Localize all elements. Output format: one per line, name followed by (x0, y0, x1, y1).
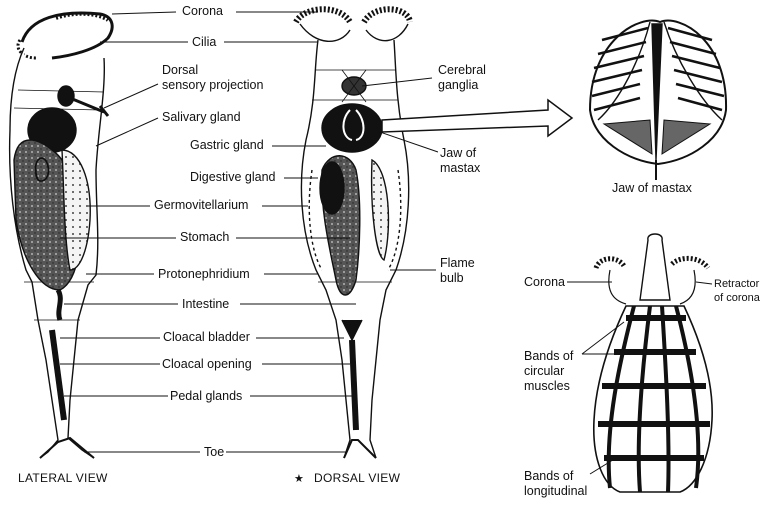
lateral-pedal-gland (49, 329, 67, 421)
label-intestine: Intestine (180, 297, 232, 311)
dorsal-mastax (321, 103, 383, 153)
dorsal-digestive-gland (319, 161, 345, 215)
muscle-head (639, 233, 671, 301)
label-pedal-glands: Pedal glands (168, 389, 245, 403)
label-gastric-gland: Gastric gland (188, 138, 266, 152)
label-bands-longitudinal-1: Bands of (522, 469, 576, 483)
label-lateral-view: LATERAL VIEW (16, 471, 110, 485)
muscle-figure (593, 233, 713, 493)
dorsal-body-outline (300, 39, 410, 459)
lateral-intestine (55, 288, 63, 321)
lateral-toe (39, 436, 95, 459)
label-bands-longitudinal-2: longitudinal (522, 484, 590, 498)
label-salivary-gland: Salivary gland (160, 110, 243, 124)
lateral-corona (16, 11, 114, 60)
label-corona-right: Corona (522, 275, 567, 289)
lateral-view-figure (8, 11, 114, 459)
lateral-body-outline (8, 47, 106, 459)
dorsal-corona (293, 6, 413, 43)
label-cloacal-bladder: Cloacal bladder (161, 330, 252, 344)
label-retractor-1: Retractor (712, 278, 762, 290)
label-dorsal-sensory-1: Dorsal (160, 63, 201, 77)
dorsal-pedal-gland (349, 339, 359, 431)
label-retractor-2: of corona (712, 292, 762, 304)
label-jaw-1: Jaw of (438, 146, 479, 160)
label-dorsal-sensory-2: sensory projection (160, 78, 266, 92)
jaw-of-mastax-figure (588, 19, 728, 180)
label-dorsal-view: DORSAL VIEW (312, 471, 403, 485)
label-cloacal-opening: Cloacal opening (160, 357, 254, 371)
label-corona: Corona (180, 4, 225, 18)
label-bands-circular-1: Bands of (522, 349, 576, 363)
leader-lines (60, 11, 713, 475)
jaw-arrow (381, 98, 574, 138)
label-cerebral-2: ganglia (436, 78, 481, 92)
label-flame-2: bulb (438, 271, 466, 285)
dorsal-view-figure (293, 6, 413, 459)
lateral-coil (34, 157, 50, 182)
label-bands-circular-2: circular (522, 364, 567, 378)
label-germovitellarium: Germovitellarium (152, 198, 251, 212)
label-jaw-caption: Jaw of mastax (610, 181, 694, 195)
dorsal-view-mark: ★ (292, 473, 306, 485)
dorsal-germovitellarium (370, 158, 390, 262)
circular-muscle-bands (598, 315, 710, 461)
label-bands-circular-3: muscles (522, 379, 572, 393)
label-jaw-2: mastax (438, 161, 483, 175)
dorsal-toe (343, 439, 377, 459)
label-cilia: Cilia (190, 35, 219, 49)
label-flame-1: Flame (438, 256, 477, 270)
longitudinal-muscle-bands (606, 305, 701, 493)
label-cerebral-1: Cerebral (436, 63, 488, 77)
label-digestive-gland: Digestive gland (188, 170, 278, 184)
label-toe: Toe (202, 445, 227, 459)
muscle-corona-left (593, 256, 627, 270)
lateral-germovitellarium (61, 149, 91, 271)
muscle-corona-right (670, 256, 711, 270)
label-stomach: Stomach (178, 230, 232, 244)
label-protonephridium: Protonephridium (156, 267, 252, 281)
